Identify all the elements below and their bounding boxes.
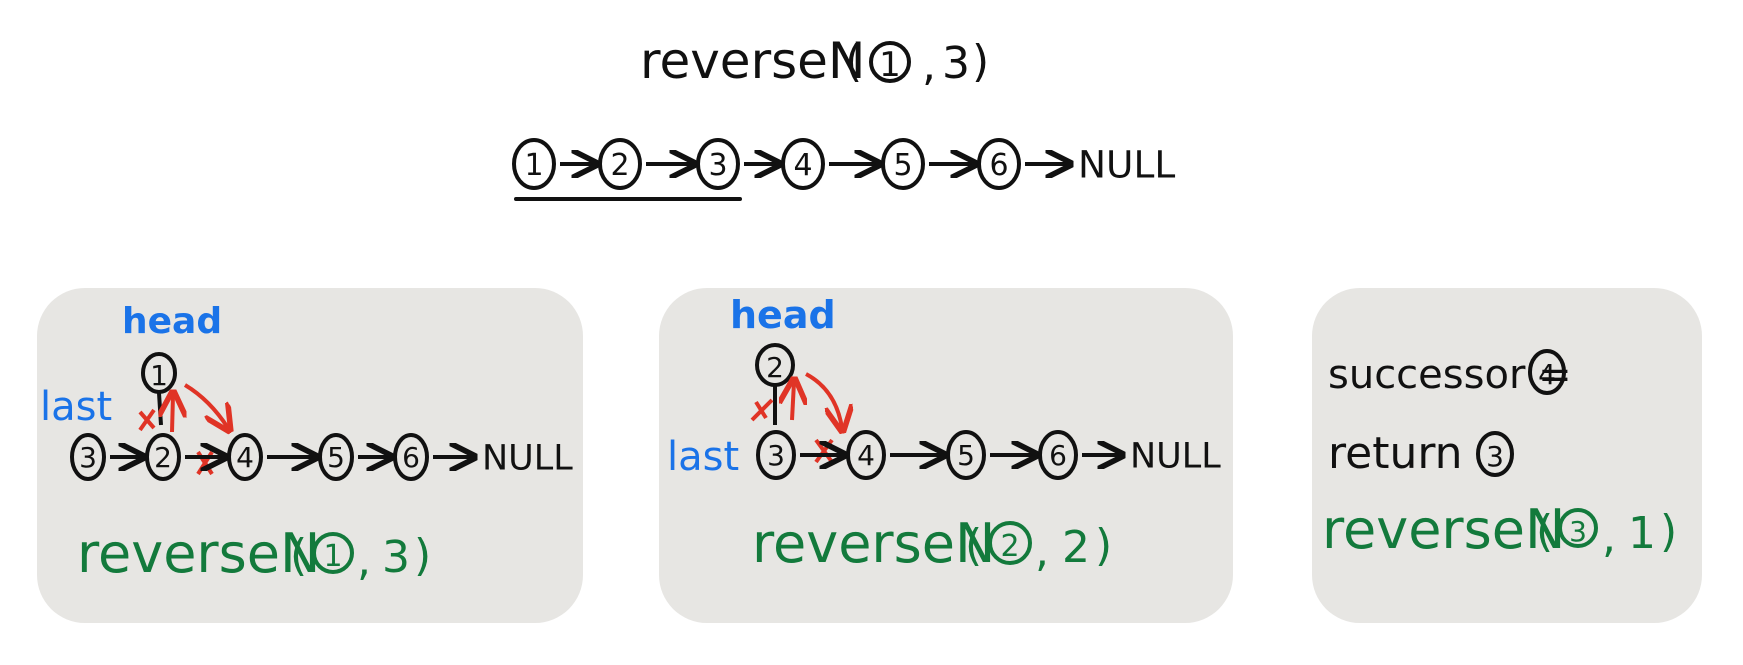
top-list-node-6: [977, 138, 1021, 190]
top-list-node-2-label: 2: [610, 148, 629, 183]
panel-1-list-node-4: [318, 433, 354, 481]
panel-3-call-n: 1: [1628, 508, 1656, 559]
panel-2-call-sep: ,: [1035, 526, 1049, 577]
panel-3-call-sep: ,: [1602, 512, 1616, 563]
title-n: 3: [942, 38, 970, 89]
panel-3-return-text: return: [1328, 428, 1463, 479]
panel-1-list-node-4-label: 5: [327, 441, 345, 474]
panel-1-cross-1: [138, 408, 156, 432]
panel-3-call-open: (: [1536, 506, 1553, 557]
panel-2-list-node-3-label: 5: [957, 439, 975, 472]
panel-2-call-n: 2: [1062, 522, 1090, 573]
panel-1-last-label: last: [40, 384, 112, 430]
panel-3-return-node: [1476, 431, 1514, 477]
panel-1-call-node-label: 1: [323, 539, 342, 574]
panel-2-list-row: 3 4 5 6 NULL: [756, 430, 1221, 480]
panel-2-call-node-circle: [988, 521, 1032, 565]
panel-3-return-node-label: 3: [1486, 440, 1504, 473]
title: reverseN ( 1 , 3 ): [640, 32, 989, 91]
panel-2-list-null-label: NULL: [1130, 437, 1221, 477]
panel-2-content: head last 2 3 4 5 6 NULL reverseN ( 2 , 2 ): [667, 293, 1221, 577]
panel-2-call-node-label: 2: [1000, 529, 1019, 564]
panel-1-call-node-circle: [312, 532, 354, 574]
panel-3-call-close: ): [1660, 506, 1677, 557]
panel-1-list-null-label: NULL: [482, 439, 573, 479]
top-list-node-4: [781, 138, 825, 190]
panel-2-red-curve-arrow: [805, 372, 842, 428]
panel-2-head-node: [755, 343, 795, 387]
panel-3-call-node-circle: [1558, 508, 1598, 548]
panel-2-call-open: (: [965, 520, 982, 571]
panel-1-list-node-1: [70, 433, 106, 481]
panel-1-list-node-2-label: 2: [154, 441, 172, 474]
panel-1-list-row: 3 2 4 5 6 NULL: [70, 433, 573, 481]
panel-1-call: reverseN ( 1 , 3 ): [77, 522, 431, 586]
panel-1-list-node-5: [393, 433, 429, 481]
panel-2-head-label: head: [730, 293, 836, 337]
panel-1-call-n: 3: [382, 532, 410, 583]
title-open-paren: (: [845, 36, 862, 87]
top-list-node-1-label: 1: [524, 148, 543, 183]
panel-1-head-label: head: [122, 301, 222, 342]
top-list-node-6-label: 6: [989, 148, 1008, 183]
panel-1-list-node-3-label: 4: [236, 441, 254, 474]
panel-3-call-node-label: 3: [1569, 515, 1587, 548]
top-list-node-3: [696, 138, 740, 190]
panel-2-call: reverseN ( 2 , 2 ): [752, 512, 1112, 577]
panel-1-list-node-3: [227, 433, 263, 481]
panel-3-successor-node-label: 4: [1538, 358, 1556, 391]
panel-2-red-up-arrow: [792, 382, 794, 421]
panel-1-head-node-label: 1: [150, 359, 168, 392]
panel-2-head-node-label: 2: [766, 351, 784, 384]
panel-3-successor-node: [1528, 349, 1566, 395]
title-node-circle: [869, 41, 911, 83]
title-close-paren: ): [972, 36, 989, 87]
panel-1-call-sep: ,: [357, 535, 371, 586]
title-func: reverseN: [640, 32, 865, 90]
panel-1-list-node-5-label: 6: [402, 441, 420, 474]
panel-1-red-curve-arrow: [183, 383, 228, 428]
panel-1-head-down-arrow: [157, 392, 163, 426]
top-list-node-5: [881, 138, 925, 190]
title-node-label: 1: [879, 45, 901, 85]
panel-3-call-func: reverseN: [1322, 498, 1565, 561]
panel-1-list-node-2: [145, 433, 181, 481]
panel-2-last-label: last: [667, 434, 739, 480]
panel-2-list-node-1: [756, 430, 796, 480]
title-sep: ,: [922, 40, 936, 91]
panel-2-list-node-1-label: 3: [767, 439, 785, 472]
panel-1-call-func: reverseN: [77, 522, 320, 585]
panel-3: [1312, 288, 1702, 623]
panel-2-cross-1: [750, 398, 774, 422]
top-list-node-1: [512, 138, 556, 190]
panel-1-list-node-1-label: 3: [79, 441, 97, 474]
panel-1-content: head last 1 3 2 4 5 6 NULL reverseN ( 1 , 3 ): [40, 301, 573, 586]
panel-1-call-open: (: [290, 530, 307, 581]
panel-3-content: successor = 4 return 3 reverseN ( 3 , 1 …: [1322, 349, 1677, 563]
panel-2-call-func: reverseN: [752, 512, 995, 575]
panel-2-list-node-2: [846, 430, 886, 480]
top-list-node-4-label: 4: [793, 148, 812, 183]
panel-1-call-close: ): [414, 530, 431, 581]
top-list-null-label: NULL: [1078, 143, 1175, 187]
panel-3-call: reverseN ( 3 , 1 ): [1322, 498, 1677, 563]
panel-2-list-node-4: [1038, 430, 1078, 480]
panel-2-list-node-2-label: 4: [857, 439, 875, 472]
top-list-node-2: [598, 138, 642, 190]
panel-2-call-close: ): [1095, 520, 1112, 571]
panel-2-list-node-4-label: 6: [1049, 439, 1067, 472]
top-linked-list: 1 2 3 4 5 6 NULL: [512, 138, 1175, 190]
panel-1-red-up-arrow: [172, 395, 173, 433]
top-list-node-3-label: 3: [708, 148, 727, 183]
top-list-node-5-label: 5: [893, 148, 912, 183]
panel-2-list-node-3: [946, 430, 986, 480]
